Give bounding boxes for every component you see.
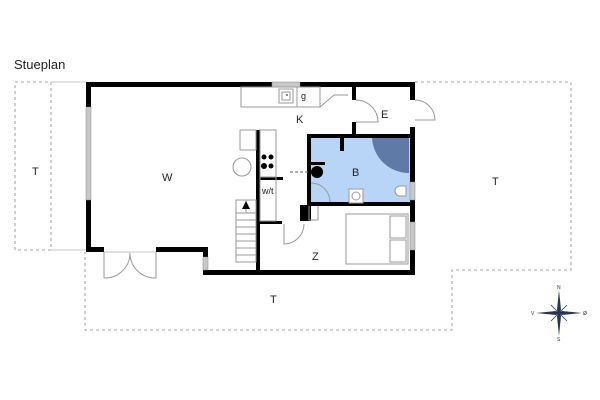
plan-title: Stueplan xyxy=(14,57,66,72)
room-label-bath: B xyxy=(352,167,359,179)
bath-fixtures xyxy=(348,185,407,204)
room-label-entrance: E xyxy=(381,109,388,121)
bed xyxy=(345,213,409,265)
terrace-left-outline xyxy=(14,81,52,251)
svg-text:V: V xyxy=(531,311,535,317)
room-label-bedroom: Z xyxy=(312,251,319,263)
svg-text:N: N xyxy=(557,285,561,291)
stair-arrow-icon xyxy=(242,201,250,209)
terrace-label-bottom: T xyxy=(270,294,277,306)
compass-rose-icon: N S V Ø xyxy=(531,285,587,343)
boiler xyxy=(311,166,323,178)
terrace-label-left: T xyxy=(32,166,39,178)
room-label-kitchen: K xyxy=(296,114,304,126)
staircase xyxy=(235,199,257,263)
svg-text:Ø: Ø xyxy=(583,311,587,317)
shower-area xyxy=(372,137,409,173)
terraces xyxy=(14,81,572,331)
svg-text:S: S xyxy=(557,337,561,343)
room-label-g: g xyxy=(301,91,306,101)
terrace-right-bottom-outline xyxy=(84,81,572,331)
walls xyxy=(86,82,415,275)
doors xyxy=(103,99,436,279)
kitchen-fixtures xyxy=(232,86,348,222)
windows xyxy=(85,81,416,271)
room-label-toilet: w/t xyxy=(261,186,274,196)
room-label-living: W xyxy=(162,172,173,184)
hob xyxy=(261,154,274,169)
terrace-label-right: T xyxy=(492,176,499,188)
